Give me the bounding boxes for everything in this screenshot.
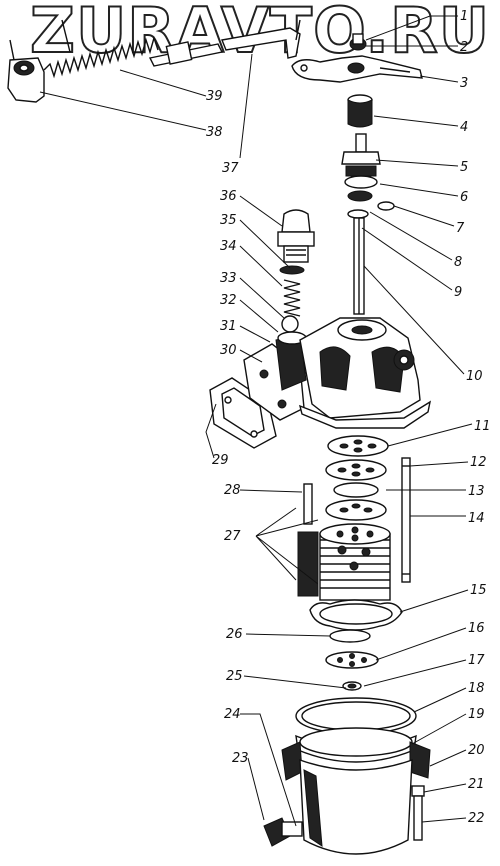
- filter-discs: [325, 435, 389, 521]
- label-36: 36: [220, 189, 237, 204]
- label-25: 25: [226, 669, 243, 684]
- label-24: 24: [224, 707, 241, 722]
- label-28: 28: [224, 483, 241, 498]
- label-29: 29: [212, 453, 229, 468]
- label-20: 20: [468, 743, 485, 758]
- label-35: 35: [220, 213, 237, 228]
- part-labels: 1 2 3 4 5 6 7 8 9 10 11 12 13 14 15 16 1…: [206, 9, 491, 826]
- valve-stem-assembly: [341, 94, 395, 315]
- label-26: 26: [226, 627, 243, 642]
- label-32: 32: [220, 293, 237, 308]
- label-15: 15: [470, 583, 487, 598]
- label-4: 4: [460, 120, 468, 135]
- throttle-linkage: [7, 19, 301, 103]
- label-9: 9: [454, 285, 462, 300]
- label-5: 5: [460, 160, 468, 175]
- label-6: 6: [460, 190, 468, 205]
- label-8: 8: [454, 255, 462, 270]
- label-34: 34: [220, 239, 237, 254]
- label-11: 11: [474, 419, 491, 434]
- label-12: 12: [470, 455, 487, 470]
- left-valve-parts: [277, 209, 315, 333]
- leader-lines: [39, 15, 473, 827]
- label-23: 23: [232, 751, 249, 766]
- parts-1-3: [291, 33, 423, 83]
- label-14: 14: [468, 511, 485, 526]
- label-38: 38: [206, 125, 223, 140]
- label-27: 27: [224, 529, 241, 544]
- pump-body: [209, 317, 432, 449]
- label-13: 13: [468, 484, 485, 499]
- label-16: 16: [468, 621, 485, 636]
- label-30: 30: [220, 343, 237, 358]
- label-19: 19: [468, 707, 485, 722]
- label-3: 3: [460, 76, 468, 91]
- label-33: 33: [220, 271, 237, 286]
- sediment-bowl: [263, 697, 431, 855]
- label-18: 18: [468, 681, 485, 696]
- label-7: 7: [456, 221, 465, 236]
- lower-gaskets: [309, 599, 403, 691]
- label-39: 39: [206, 89, 223, 104]
- label-2: 2: [460, 40, 468, 55]
- label-22: 22: [468, 811, 485, 826]
- label-37: 37: [222, 161, 239, 176]
- label-17: 17: [468, 653, 485, 668]
- label-31: 31: [220, 319, 237, 334]
- spring-39: [43, 35, 159, 79]
- label-1: 1: [460, 9, 468, 24]
- tie-rod: [401, 457, 411, 583]
- label-10: 10: [466, 369, 483, 384]
- label-21: 21: [468, 777, 485, 792]
